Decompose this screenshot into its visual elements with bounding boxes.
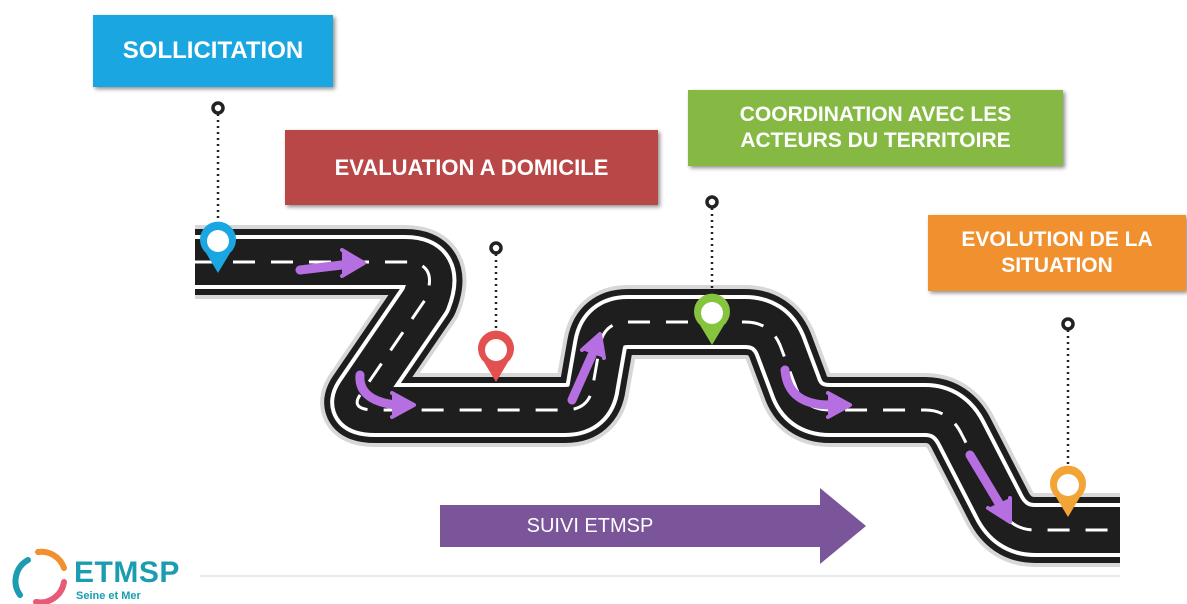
arrow-5-head [986, 496, 1012, 524]
step-sollicitation: SOLLICITATION [93, 15, 333, 87]
progress-arrows [295, 248, 1012, 524]
step-coordination-label-line2: ACTEURS DU TERRITOIRE [740, 129, 1011, 152]
leader-ends [211, 101, 1075, 331]
arrow-1 [295, 259, 355, 275]
location-pin-icon [1050, 465, 1086, 517]
arrow-5 [965, 450, 1005, 510]
arrow-4-head [826, 391, 852, 419]
arrow-1-head [340, 248, 366, 278]
arrow-2-head [390, 391, 416, 419]
step-coordination: COORDINATION AVEC LES ACTEURS DU TERRITO… [688, 90, 1063, 166]
location-pin-icon [478, 330, 514, 382]
arrow-3 [567, 350, 597, 405]
logo-name: ETMSP [74, 556, 180, 589]
step-sollicitation-label: SOLLICITATION [122, 37, 304, 64]
step-evolution-label-line2: SITUATION [1001, 254, 1113, 277]
suivi-label: SUIVI ETMSP [526, 514, 654, 537]
arrow-3-head [580, 332, 606, 360]
road [195, 225, 1120, 567]
suivi-arrow [440, 488, 866, 564]
logo-swirl-icon [12, 548, 67, 604]
step-evaluation: EVALUATION A DOMICILE [285, 130, 658, 205]
arrow-2 [355, 370, 400, 410]
arrow-4 [780, 365, 835, 410]
step-coordination-label-line1: COORDINATION AVEC LES [739, 102, 1012, 126]
location-pin-icon [200, 221, 236, 273]
step-evaluation-label: EVALUATION A DOMICILE [334, 154, 609, 180]
step-evolution-label-line1: EVOLUTION DE LA [961, 227, 1153, 251]
logo-subtitle: Seine et Mer [76, 590, 141, 602]
leader-lines [216, 114, 1070, 468]
step-evolution: EVOLUTION DE LA SITUATION [928, 215, 1186, 291]
location-pin-icon [694, 293, 730, 345]
